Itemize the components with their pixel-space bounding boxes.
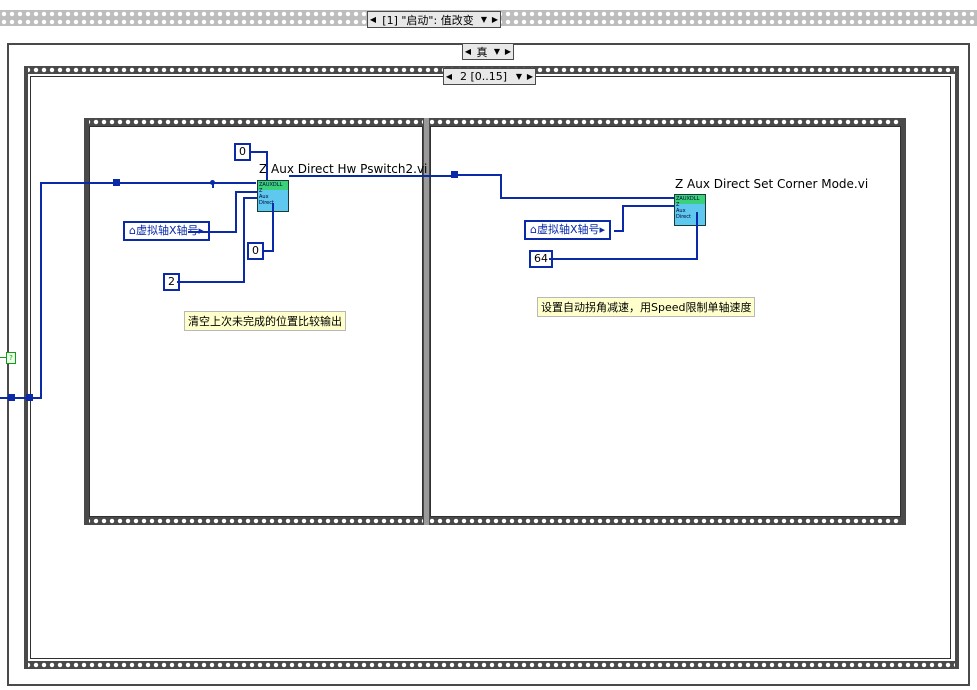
flat-seq-top-strip [84,118,906,126]
ref-wire-up [40,182,42,399]
ref-wire-right-2 [500,174,502,198]
const-zero-mid[interactable]: 0 [247,242,264,260]
vi-icon-text: Aux [676,208,686,214]
wire-axis-right-a [614,230,624,232]
event-case-selector[interactable]: ◀ [1] "启动": 值改变 ▼ ▶ [367,11,501,28]
vi-icon-text: Z [259,188,263,194]
wire-axis-b [235,191,237,233]
case-selector[interactable]: ◀ 真 ▼ ▶ [462,43,514,60]
vi-icon-text: ZAUXDLL [676,196,700,202]
wire-const0-a [250,151,267,153]
ref-wire-right-1 [458,174,502,176]
tunnel-frame-divider [451,171,458,178]
ring-arrow-icon: ▸ [599,223,606,236]
next-arrow-icon[interactable]: ▶ [491,15,499,24]
next-case-icon[interactable]: ▶ [504,47,512,56]
tunnel-case [8,394,15,401]
tunnel-sequence [26,394,33,401]
boolean-terminal[interactable]: ? [6,352,16,364]
wire-const2-a [177,281,245,283]
flat-seq-bottom-strip [84,517,906,525]
ref-wire-into-vi1 [212,182,214,188]
comment-right: 设置自动拐角减速，用Speed限制单轴速度 [537,297,756,317]
flat-seq-frame-right [430,126,901,517]
dropdown-arrow-icon[interactable]: ▼ [493,47,501,56]
vi-icon-corner-mode[interactable]: ZAUXDLL Z Aux Direct [674,194,706,226]
dropdown-arrow-icon[interactable]: ▼ [515,72,523,81]
vi-icon-text: Z [676,202,680,208]
vi-name-pswitch: Z Aux Direct Hw Pswitch2.vi [259,162,428,176]
boolean-wire [0,357,6,358]
sequence-selector[interactable]: ◀ 2 [0..15] ▼ ▶ [443,68,536,85]
comment-left: 清空上次未完成的位置比较输出 [184,311,346,331]
flat-seq-divider [423,118,430,525]
flat-seq-frame-left [89,126,423,517]
sequence-right-edge [955,66,959,669]
wire-const64-a [549,258,698,260]
wire-const0b-a [263,250,274,252]
sequence-bottom-strip [24,661,959,669]
case-label: 真 [476,45,488,59]
prev-case-icon[interactable]: ◀ [464,47,472,56]
tunnel-flat-seq [113,179,120,186]
prev-frame-icon[interactable]: ◀ [445,72,453,81]
axis-ring-right[interactable]: ⌂虚拟轴X轴号▸ [524,220,612,240]
ref-wire-main [0,397,40,399]
const-zero-top[interactable]: 0 [234,143,251,161]
vi-icon-text: Direct [259,200,274,206]
home-icon: ⌂ [530,223,537,236]
wire-axis-right-c [622,205,674,207]
wire-const2-c [243,197,257,199]
vi-icon-text: ZAUXDLL [259,182,283,188]
wire-const0b-b [272,203,274,252]
wire-axis-a [188,231,236,233]
next-frame-icon[interactable]: ▶ [526,72,534,81]
prev-arrow-icon[interactable]: ◀ [369,15,377,24]
wire-const2-b [243,197,245,283]
ring-arrow-icon: ▸ [199,224,205,237]
ref-wire-top [40,182,256,184]
wire-const0-b [266,151,268,180]
flat-seq-left-edge [84,118,89,525]
flat-seq-right-edge [901,118,906,525]
vi-icon-text: Direct [676,214,691,220]
sequence-left-edge [24,66,28,669]
ref-wire-vi1-out [289,175,452,177]
event-case-label: [1] "启动": 值改变 [382,13,474,27]
axis-ring-label: 虚拟轴X轴号 [536,223,600,236]
wire-axis-right-b [622,205,624,232]
sequence-label: 2 [0..15] [459,70,508,83]
axis-ring-label: 虚拟轴X轴号 [135,224,199,237]
vi-name-corner-mode: Z Aux Direct Set Corner Mode.vi [675,177,869,191]
wire-const64-b [696,212,698,260]
dropdown-arrow-icon[interactable]: ▼ [480,15,488,24]
ref-wire-right-3 [500,197,675,199]
home-icon: ⌂ [129,224,136,237]
wire-axis-c [235,191,257,193]
vi-icon-text: Aux [259,194,269,200]
